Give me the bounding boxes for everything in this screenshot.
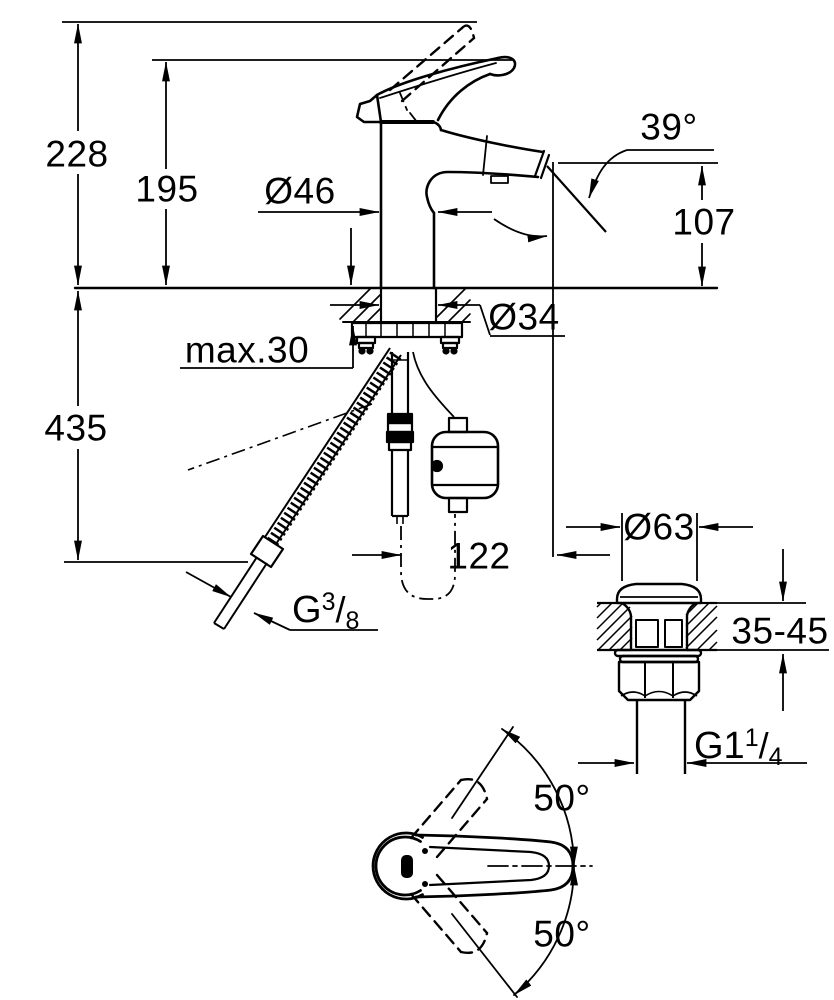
hose-path-centerline	[400, 514, 456, 600]
mounting-flange	[350, 321, 464, 339]
dim-deck-thickness-range: 35-45	[731, 610, 829, 652]
aerator-outlet	[490, 175, 509, 184]
drain-thread-numerator: 1	[744, 724, 759, 752]
supply-thread-denominator: 8	[345, 607, 360, 635]
dim-max-deck-thickness: max.30	[184, 329, 310, 371]
pop-up-waste-view	[566, 513, 829, 774]
dimension-lines-side-view	[62, 21, 718, 631]
supply-thread-prefix: G	[292, 589, 322, 631]
handle-top-view	[371, 726, 593, 998]
deck-hatching	[339, 287, 471, 322]
dimension-lines-waste	[566, 513, 829, 767]
weight-cable	[412, 351, 455, 418]
drain-thread-prefix: G1	[694, 725, 745, 767]
waste-cap	[615, 582, 703, 605]
dim-overall-height: 228	[45, 133, 109, 175]
dim-body-diameter: Ø46	[264, 170, 336, 212]
dim-handle-swing-down: 50°	[533, 913, 591, 955]
handle-side-view	[355, 55, 517, 124]
dim-flange-diameter: Ø63	[623, 506, 695, 548]
hose-weight	[430, 416, 500, 514]
dim-handle-swing-up: 50°	[533, 777, 591, 819]
supply-hose	[187, 347, 402, 630]
under-deck-assembly	[187, 288, 500, 630]
dim-stream-angle: 39°	[640, 106, 698, 148]
pull-rod	[385, 352, 415, 524]
dim-spout-height: 107	[672, 201, 736, 243]
waste-locknut	[617, 660, 701, 702]
supply-thread-slash: /	[335, 589, 346, 630]
drain-thread-denominator: 4	[768, 743, 783, 771]
drain-thread-slash: /	[758, 725, 769, 766]
dim-shank-diameter: Ø34	[488, 296, 560, 338]
dim-supply-thread: G3/8	[292, 590, 359, 634]
handle-raised-dashed	[388, 24, 476, 103]
dim-hose-length: 435	[44, 407, 108, 449]
supply-thread-numerator: 3	[321, 588, 336, 616]
dimension-lines-top-view	[451, 726, 593, 998]
dim-spout-reach: 122	[447, 535, 511, 577]
waste-deck-hatching	[596, 602, 718, 651]
handle-swing-dashed	[409, 778, 489, 954]
dim-drain-thread: G11/4	[694, 726, 783, 770]
dim-lever-height: 195	[135, 168, 199, 210]
